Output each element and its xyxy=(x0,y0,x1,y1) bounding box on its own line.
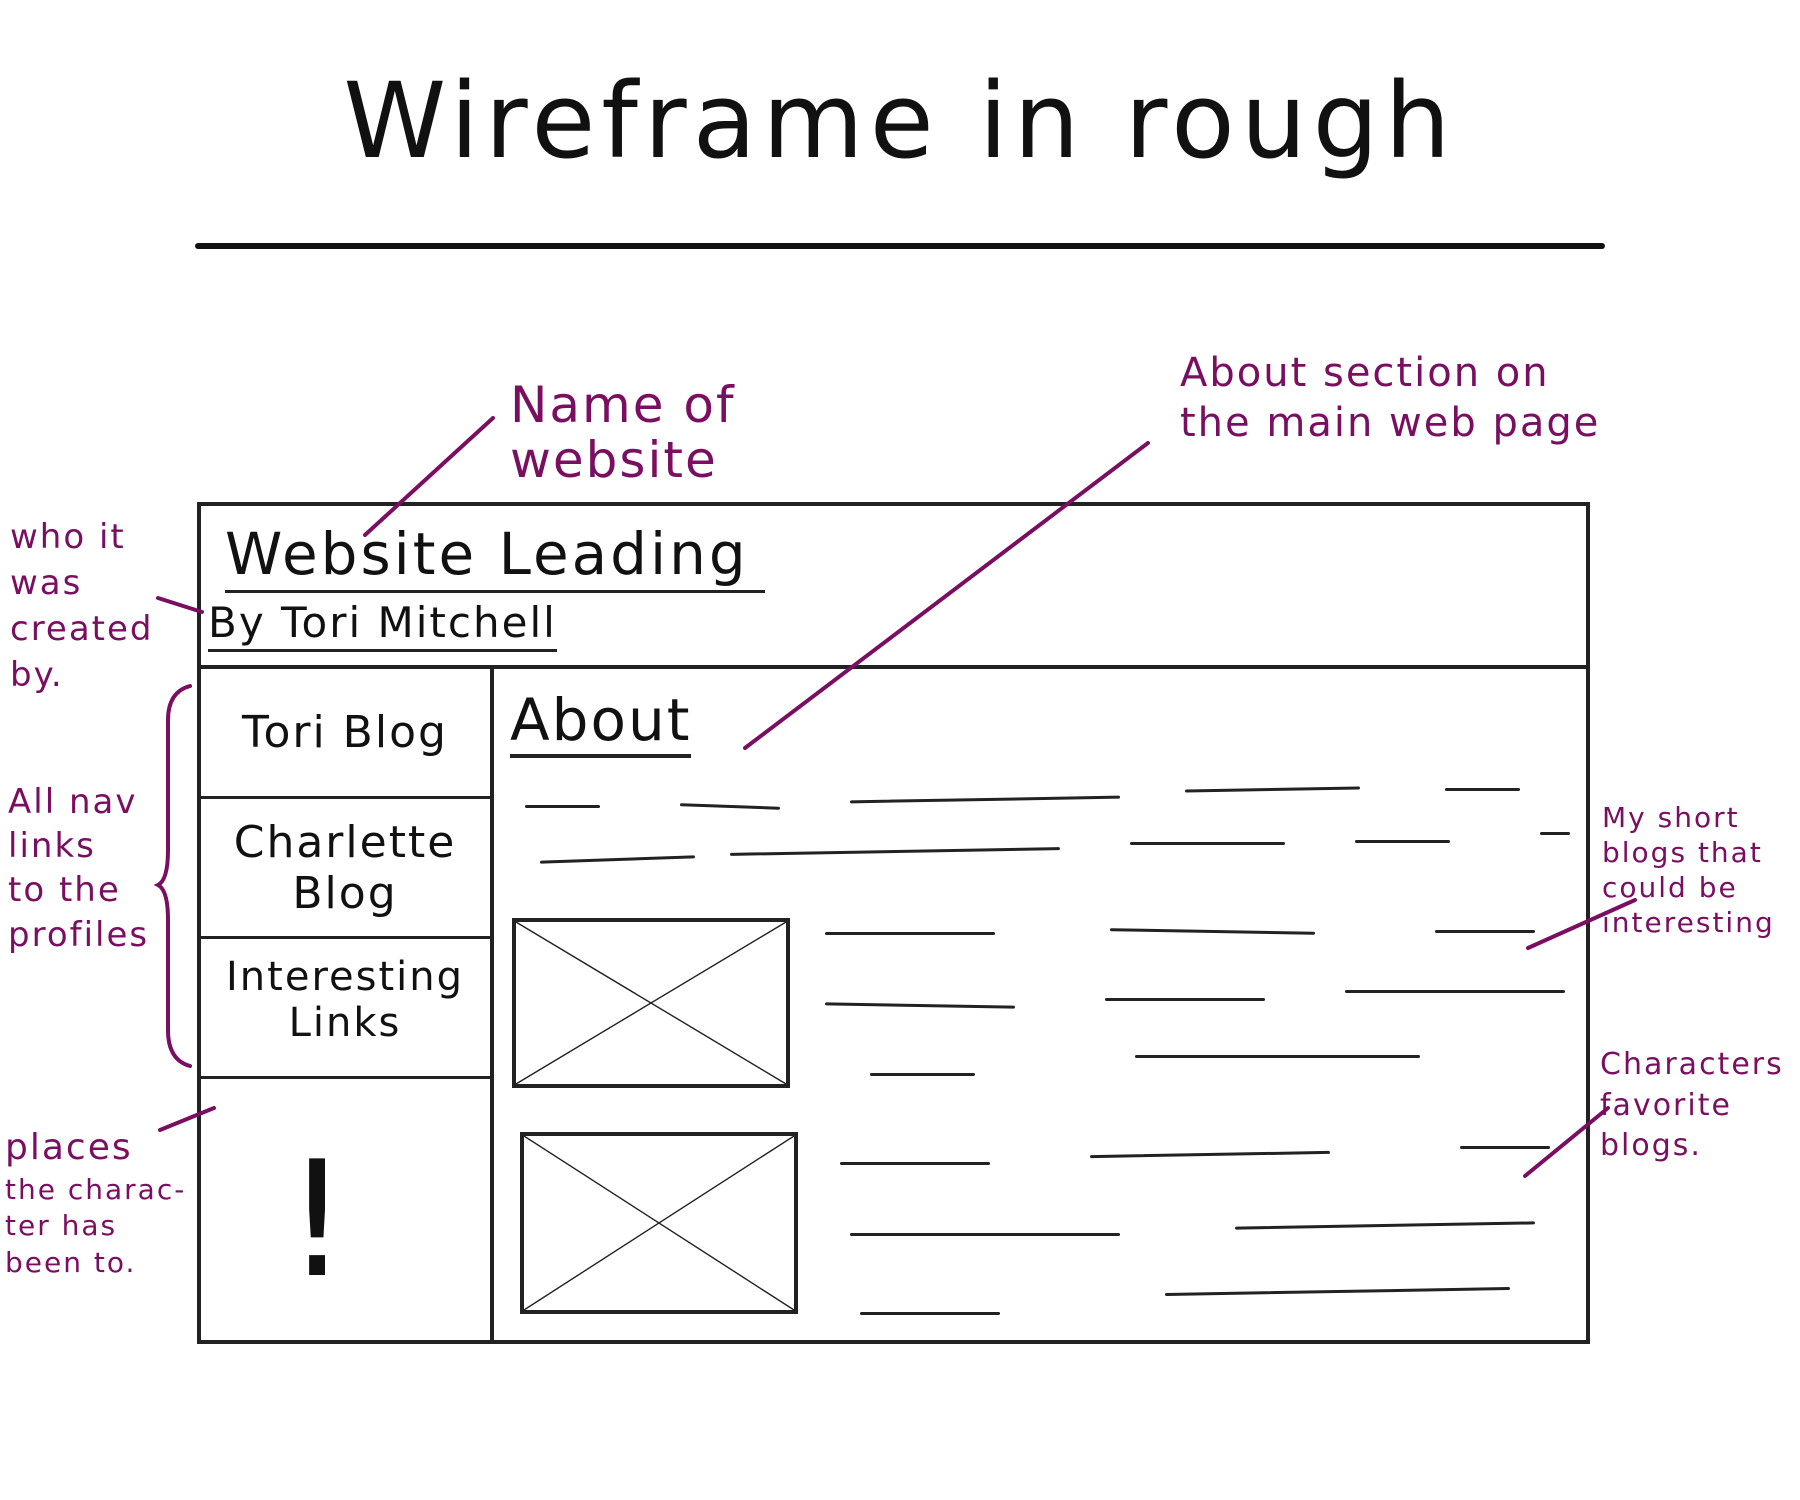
nav-link-label: Tori Blog xyxy=(242,707,448,758)
text-line xyxy=(1540,832,1570,835)
annotation-line: the charac- xyxy=(5,1172,187,1206)
about-heading: About xyxy=(510,686,692,758)
crossed-box-icon xyxy=(524,1136,794,1310)
nav-bracket xyxy=(153,684,192,1068)
annotation-line: links xyxy=(8,826,96,867)
text-line xyxy=(1345,990,1565,993)
image-placeholder-1 xyxy=(512,918,790,1088)
text-line xyxy=(1445,788,1520,791)
annotation-line: could be xyxy=(1602,871,1738,904)
text-line xyxy=(1135,1055,1420,1058)
text-line xyxy=(870,1073,975,1076)
nav-link-label: Blog xyxy=(292,867,398,919)
nav-separator xyxy=(197,1076,493,1079)
annotation-line: interesting xyxy=(1602,906,1775,939)
annotation-line: About section on xyxy=(1180,350,1550,396)
annotation-who-created: who it was created by. xyxy=(10,515,154,699)
annotation-about-section: About section on the main web page xyxy=(1180,348,1600,448)
website-heading: Website Leading xyxy=(225,520,765,593)
annotation-line: ter has xyxy=(5,1209,118,1243)
annotation-line: favorite xyxy=(1600,1087,1732,1123)
annotation-line: website xyxy=(510,431,718,489)
text-line xyxy=(840,1162,990,1165)
annotation-line: who it xyxy=(10,517,126,557)
annotation-nav-links: All nav links to the profiles xyxy=(8,780,149,957)
exclamation-icon: ! xyxy=(285,1126,350,1313)
text-line xyxy=(1435,930,1535,933)
annotation-line: All nav xyxy=(8,782,138,822)
annotation-line: places xyxy=(5,1127,133,1168)
annotation-line: created xyxy=(10,608,154,649)
author-byline: By Tori Mitchell xyxy=(208,598,557,652)
annotation-line: Characters xyxy=(1600,1047,1784,1082)
crossed-box-icon xyxy=(516,922,786,1084)
annotation-line: was xyxy=(10,562,83,603)
annotation-line: blogs. xyxy=(1600,1128,1702,1163)
nav-link-label: Links xyxy=(288,1000,402,1046)
annotation-short-blogs: My short blogs that could be interesting xyxy=(1602,800,1775,940)
nav-link-charlette-blog[interactable]: Charlette Blog xyxy=(197,817,493,919)
image-placeholder-2 xyxy=(520,1132,798,1314)
sidebar-divider xyxy=(490,669,494,1344)
page-title: Wireframe in rough xyxy=(343,60,1457,182)
annotation-line: profiles xyxy=(8,914,150,955)
annotation-line: the main web page xyxy=(1180,400,1601,446)
header-divider xyxy=(197,665,1590,669)
annotation-favorite-blogs: Characters favorite blogs. xyxy=(1600,1045,1784,1167)
nav-separator xyxy=(197,936,493,939)
nav-link-label: Interesting xyxy=(226,954,464,1000)
nav-link-label: Charlette xyxy=(233,817,457,868)
text-line xyxy=(850,1233,1120,1236)
nav-separator xyxy=(197,796,493,799)
text-line xyxy=(1355,840,1450,843)
title-underline xyxy=(195,243,1605,249)
annotation-name-of-website: Name of website xyxy=(510,378,736,488)
annotation-places: places the charac- ter has been to. xyxy=(5,1125,186,1281)
text-line xyxy=(860,1312,1000,1315)
annotation-line: been to. xyxy=(5,1245,137,1279)
nav-link-interesting-links[interactable]: Interesting Links xyxy=(197,954,493,1046)
annotation-line: by. xyxy=(10,654,64,695)
annotation-line: My short xyxy=(1602,801,1740,834)
annotation-line: Name of xyxy=(510,376,736,434)
text-line xyxy=(825,932,995,935)
text-line xyxy=(1460,1146,1550,1149)
annotation-line: blogs that xyxy=(1602,836,1763,869)
text-line xyxy=(525,805,600,808)
text-line xyxy=(1105,998,1265,1001)
nav-link-tori-blog[interactable]: Tori Blog xyxy=(197,707,493,759)
text-line xyxy=(1130,842,1285,845)
connector-who-created xyxy=(156,596,204,614)
annotation-line: to the xyxy=(8,870,121,911)
